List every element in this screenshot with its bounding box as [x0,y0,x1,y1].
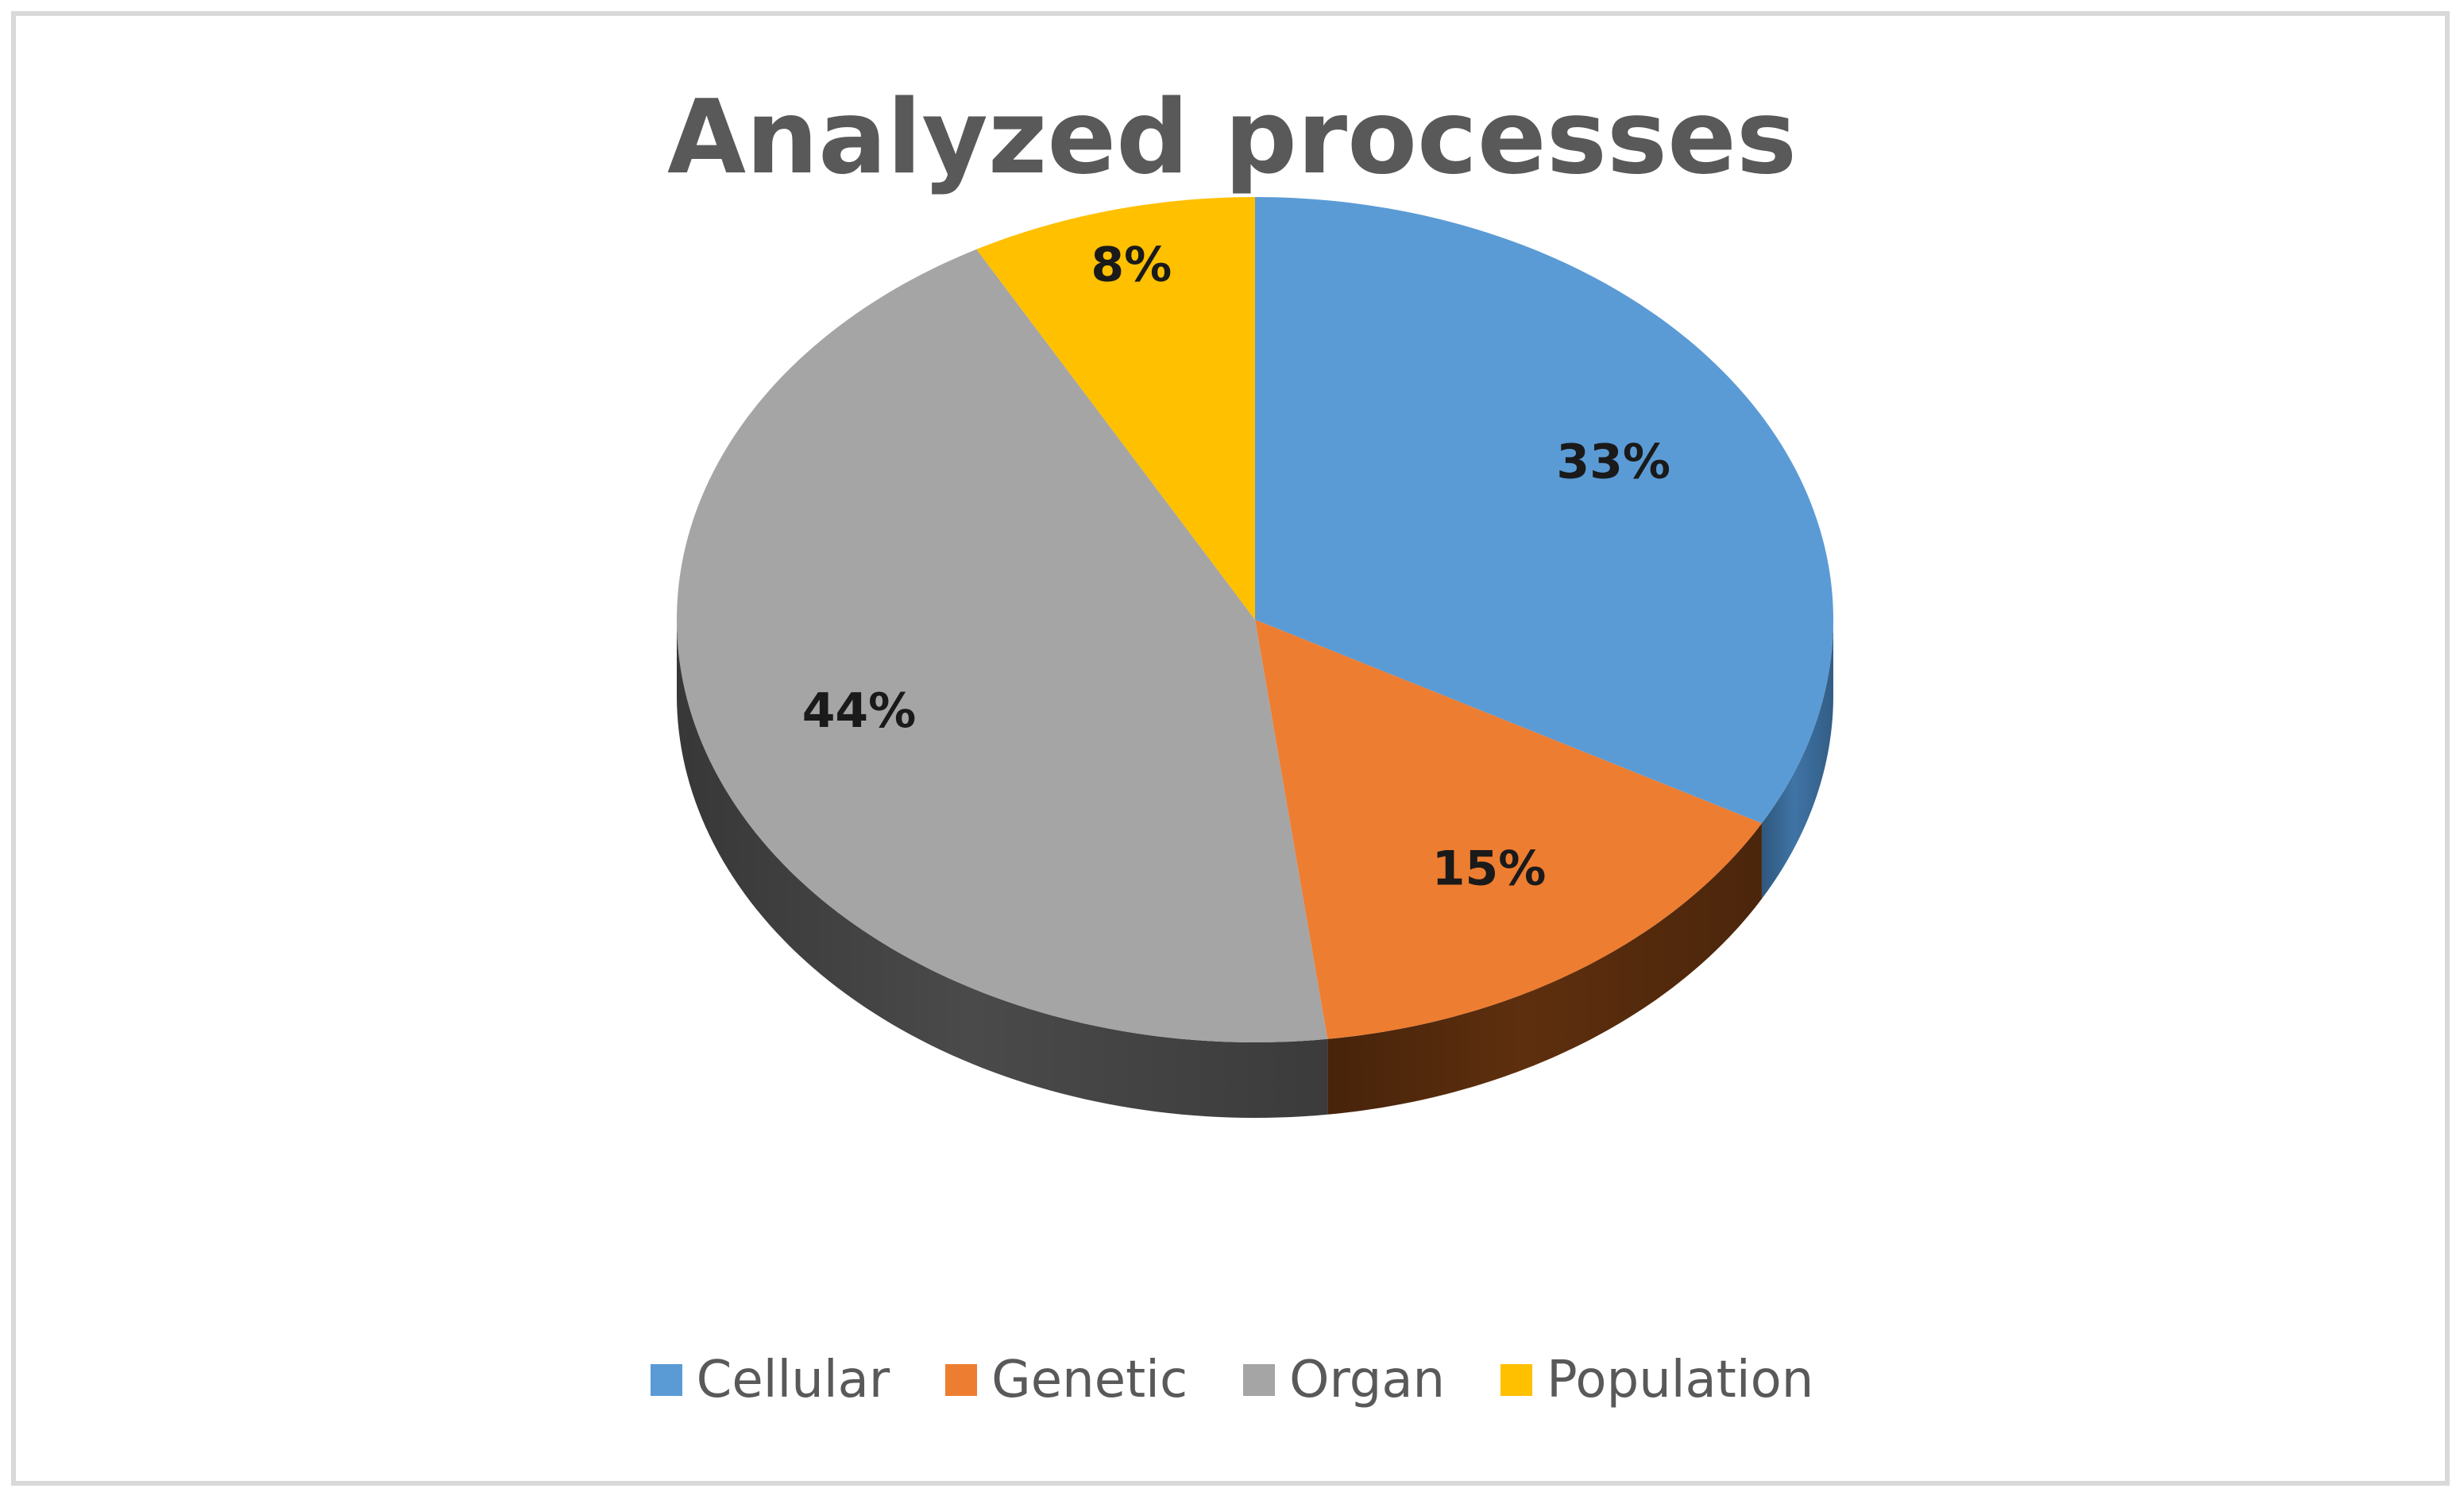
legend: Cellular Genetic Organ Population [0,1351,2464,1409]
legend-label-organ: Organ [1289,1351,1446,1409]
legend-item-organ: Organ [1243,1351,1445,1409]
pie-label-organ: 44% [802,683,917,739]
legend-label-genetic: Genetic [991,1351,1188,1409]
legend-label-cellular: Cellular [696,1351,890,1409]
legend-swatch-organ [1243,1364,1276,1396]
pie-label-cellular: 33% [1556,435,1670,490]
legend-item-cellular: Cellular [650,1351,890,1409]
pie-label-population: 8% [1091,237,1172,292]
legend-item-population: Population [1500,1351,1813,1409]
pie-slice-genetic [1255,620,1762,1039]
pie-labels: 33% 15% 44% 8% [802,237,1670,896]
pie-side-shade-cellular [1761,620,1833,899]
pie-tops [677,197,1833,1042]
pie-side-shade-organ [677,620,1328,1118]
legend-swatch-cellular [650,1364,682,1396]
pie-side-shade-genetic [1327,823,1762,1115]
pie-slice-cellular [1255,197,1833,824]
legend-label-population: Population [1547,1351,1814,1409]
chart-title: Analyzed processes [666,79,1798,197]
legend-item-genetic: Genetic [945,1351,1188,1409]
pie-slice-organ [677,249,1328,1042]
pie-sides [677,620,1833,1118]
legend-swatch-genetic [945,1364,978,1396]
pie-slice-population [976,197,1255,620]
pie-label-genetic: 15% [1432,841,1547,896]
legend-swatch-population [1500,1364,1533,1396]
